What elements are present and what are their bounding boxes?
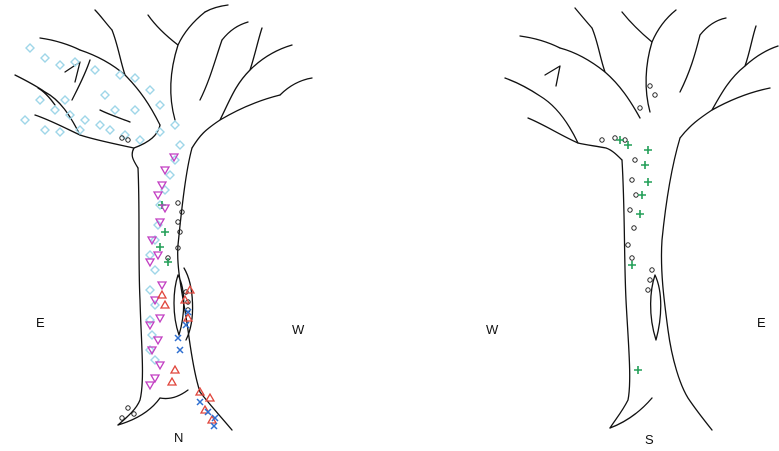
left-marker-diamond	[96, 121, 104, 129]
right-marker-circle	[626, 243, 630, 247]
right-marker-circle	[646, 288, 650, 292]
right-marker-circle	[632, 226, 636, 230]
left-marker-circle	[132, 412, 136, 416]
left-marker-circle	[176, 220, 180, 224]
left-marker-diamond	[36, 96, 44, 104]
left-marker-diamond	[41, 54, 49, 62]
right-marker-circle	[634, 193, 638, 197]
left-marker-plus	[156, 243, 164, 251]
left-marker-diamond	[146, 251, 154, 259]
left-tree-label-left: E	[36, 315, 45, 330]
left-marker-diamond	[146, 286, 154, 294]
right-tree-label-bottom: S	[645, 432, 654, 447]
left-tree-label-right: W	[292, 322, 304, 337]
left-marker-diamond	[136, 136, 144, 144]
left-marker-cross	[183, 322, 189, 328]
left-marker-diamond	[151, 356, 159, 364]
left-marker-diamond	[176, 141, 184, 149]
left-marker-tridown	[151, 375, 159, 382]
left-marker-diamond	[21, 116, 29, 124]
right-marker-circle	[628, 208, 632, 212]
left-marker-triup	[171, 366, 179, 373]
right-marker-circle	[638, 106, 642, 110]
left-marker-diamond	[41, 126, 49, 134]
left-marker-plus	[164, 258, 172, 266]
left-marker-circle	[176, 201, 180, 205]
left-marker-circle	[126, 138, 130, 142]
left-marker-diamond	[81, 116, 89, 124]
right-marker-plus	[641, 161, 649, 169]
left-marker-diamond	[106, 126, 114, 134]
left-marker-triup	[161, 301, 169, 308]
left-marker-cross	[175, 335, 181, 341]
right-marker-plus	[644, 146, 652, 154]
left-marker-diamond	[171, 121, 179, 129]
left-marker-diamond	[156, 101, 164, 109]
left-marker-triup	[186, 286, 194, 293]
left-marker-diamond	[26, 44, 34, 52]
left-marker-cross	[197, 399, 203, 405]
right-tree-label-left: W	[486, 322, 498, 337]
left-marker-diamond	[131, 106, 139, 114]
left-marker-diamond	[91, 66, 99, 74]
left-marker-diamond	[131, 74, 139, 82]
left-marker-tridown	[158, 282, 166, 289]
right-tree	[505, 8, 778, 430]
left-marker-tridown	[156, 315, 164, 322]
right-marker-circle	[648, 84, 652, 88]
right-marker-circle	[600, 138, 604, 142]
left-marker-tridown	[156, 362, 164, 369]
left-marker-diamond	[111, 106, 119, 114]
right-marker-plus	[636, 210, 644, 218]
left-marker-cross	[211, 423, 217, 429]
marker-layer	[21, 44, 657, 429]
right-marker-plus	[634, 366, 642, 374]
right-marker-circle	[653, 93, 657, 97]
left-marker-tridown	[146, 382, 154, 389]
left-marker-diamond	[166, 171, 174, 179]
left-marker-diamond	[51, 106, 59, 114]
right-tree-label-right: E	[757, 315, 766, 330]
left-marker-diamond	[56, 128, 64, 136]
right-marker-plus	[628, 261, 636, 269]
left-marker-circle	[126, 406, 130, 410]
right-marker-circle	[633, 158, 637, 162]
left-marker-diamond	[151, 266, 159, 274]
right-marker-circle	[630, 178, 634, 182]
left-marker-tridown	[154, 337, 162, 344]
left-marker-triup	[168, 378, 176, 385]
left-marker-tridown	[154, 192, 162, 199]
left-marker-plus	[161, 228, 169, 236]
left-marker-tridown	[146, 259, 154, 266]
left-marker-diamond	[146, 86, 154, 94]
right-marker-circle	[630, 256, 634, 260]
left-tree-label-bottom: N	[174, 430, 183, 445]
left-marker-triup	[206, 394, 214, 401]
left-marker-diamond	[101, 91, 109, 99]
left-marker-diamond	[116, 71, 124, 79]
left-marker-cross	[177, 347, 183, 353]
left-marker-diamond	[61, 96, 69, 104]
left-marker-triup	[158, 291, 166, 298]
right-marker-plus	[644, 178, 652, 186]
right-marker-circle	[648, 278, 652, 282]
right-marker-circle	[650, 268, 654, 272]
left-marker-circle	[120, 416, 124, 420]
left-marker-tridown	[154, 252, 162, 259]
left-marker-cross	[205, 409, 211, 415]
right-marker-plus	[638, 191, 646, 199]
left-marker-diamond	[56, 61, 64, 69]
